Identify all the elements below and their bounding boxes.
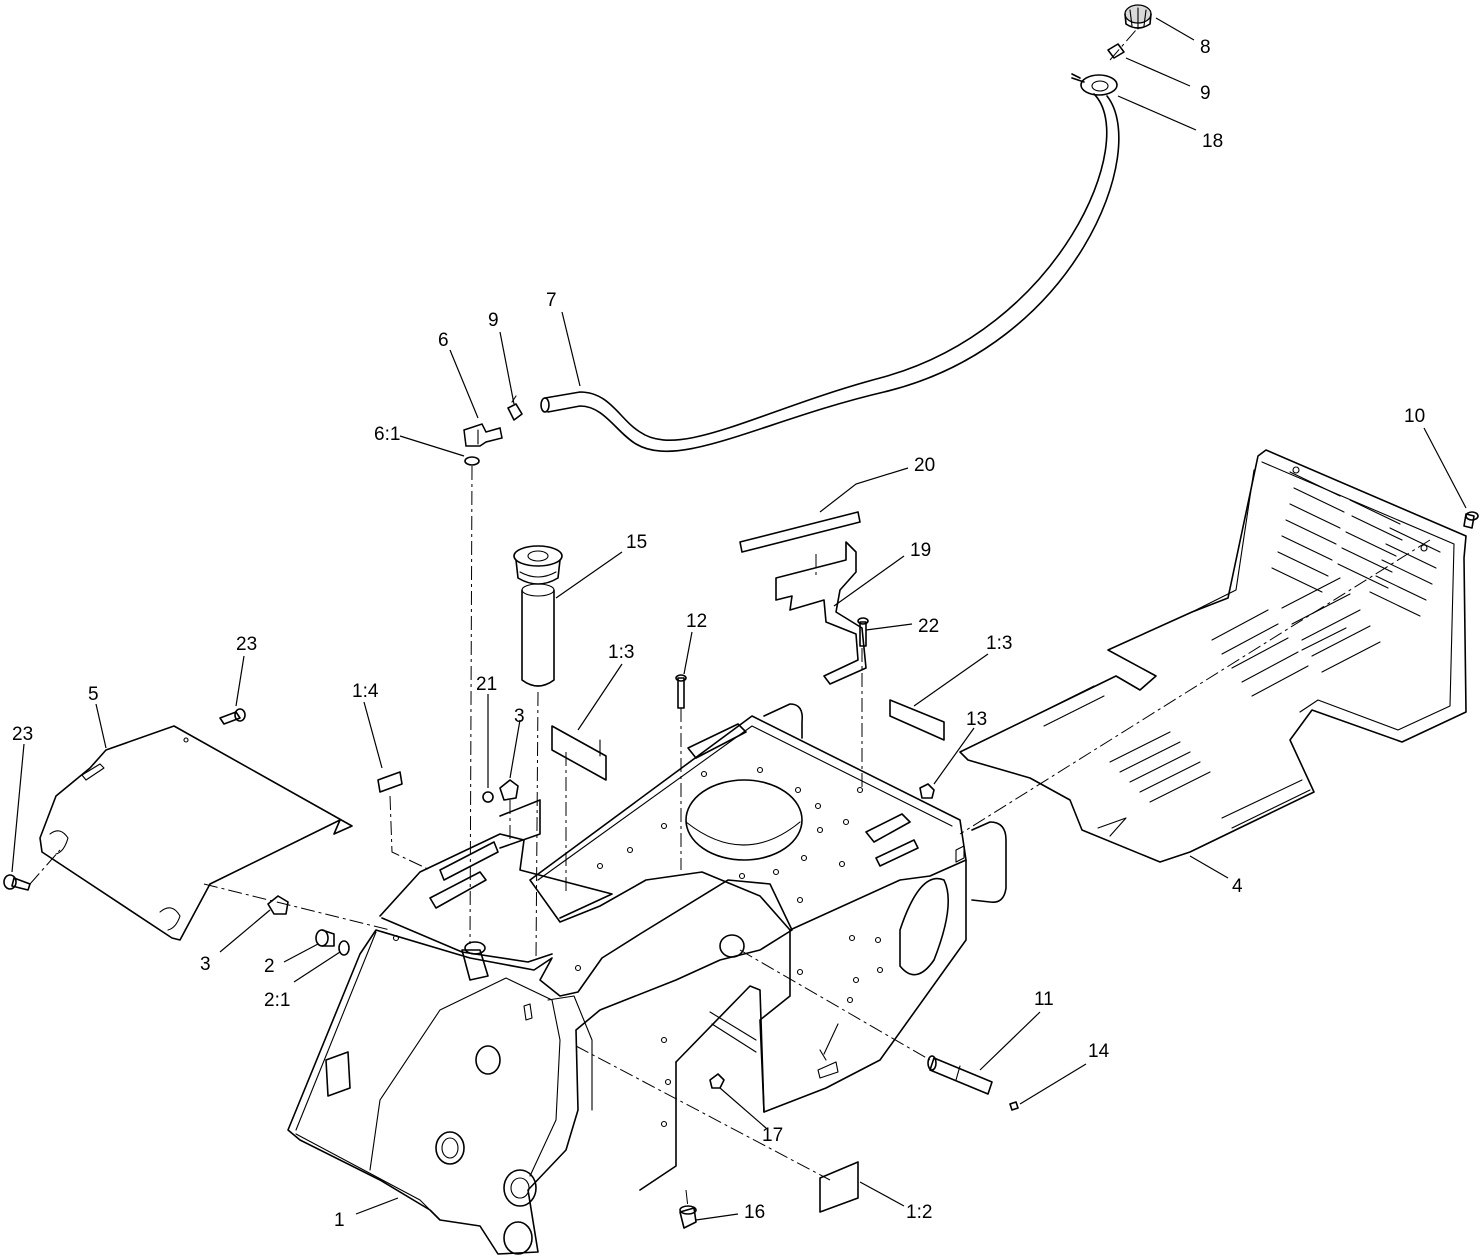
callout-21: 21 (476, 674, 497, 695)
screw-part-10 (1463, 511, 1479, 529)
bumper-part-16 (679, 1205, 697, 1229)
clamp-part-9-upper (1107, 43, 1125, 59)
callout-5: 5 (88, 684, 99, 705)
clamp-part-9-lower (507, 395, 523, 421)
callout-11: 11 (1034, 989, 1054, 1010)
washer-part-2-1 (338, 940, 350, 956)
screw-part-12 (675, 674, 687, 709)
screw-part-23-left (3, 874, 31, 891)
callout-23-upper: 23 (236, 634, 257, 655)
nut-clip-part-3-upper (499, 779, 519, 801)
fuel-cap-part-8 (1124, 4, 1152, 30)
callout-9-upper: 9 (1200, 83, 1211, 104)
bushing-part-2 (315, 929, 335, 947)
elbow-fitting-part-6 (463, 423, 503, 447)
leader-lines (11, 17, 1467, 1221)
callout-12: 12 (686, 611, 707, 632)
callout-19: 19 (910, 540, 931, 561)
callout-1-2: 1:2 (906, 1202, 932, 1223)
callout-labels: 8 9 18 7 9 6 6:1 20 19 22 10 15 12 1:3 1… (12, 37, 1425, 1231)
decal-part-1-3-left (551, 725, 607, 781)
callout-6-1: 6:1 (374, 424, 400, 445)
screw-part-22 (857, 617, 869, 647)
callout-2-1: 2:1 (264, 990, 290, 1011)
decal-part-1-3-right (889, 699, 945, 741)
callout-23-left: 23 (12, 724, 33, 745)
callout-17: 17 (762, 1125, 783, 1146)
callout-1-4: 1:4 (352, 681, 379, 702)
callout-14: 14 (1088, 1041, 1110, 1062)
washer-part-21 (482, 791, 494, 803)
hose-fitting-part-18 (1071, 73, 1118, 96)
main-frame-part-1 (287, 703, 1007, 1255)
callout-1: 1 (334, 1210, 345, 1231)
floor-plate-part-4 (959, 449, 1467, 863)
decal-part-1-4 (377, 771, 403, 793)
clip-part-14 (1009, 1101, 1019, 1111)
callout-16: 16 (744, 1202, 765, 1223)
o-ring-part-6-1 (464, 456, 480, 466)
callout-1-3-right: 1:3 (986, 633, 1012, 654)
fuel-hose-part-7 (540, 93, 1120, 453)
decal-part-1-2 (819, 1161, 859, 1213)
callout-6: 6 (438, 330, 449, 351)
callout-13: 13 (966, 709, 987, 730)
callout-20: 20 (914, 455, 935, 476)
callout-10: 10 (1404, 406, 1425, 427)
callout-1-3-left: 1:3 (608, 642, 634, 663)
callout-22: 22 (918, 616, 939, 637)
screw-part-23-upper (219, 708, 246, 725)
callout-7: 7 (546, 290, 557, 311)
pad-part-20 (739, 511, 861, 553)
callout-15: 15 (626, 532, 647, 553)
callout-2: 2 (264, 956, 275, 977)
nut-part-13 (919, 783, 935, 799)
side-cover-part-5 (39, 725, 353, 941)
callout-8: 8 (1200, 37, 1211, 58)
callout-3-upper: 3 (514, 706, 525, 727)
assembly-centerlines (29, 29, 1431, 1209)
fuel-pickup-part-15 (513, 545, 563, 687)
bracket-part-19 (775, 541, 867, 685)
callout-3-lower: 3 (200, 954, 211, 975)
pin-part-11 (927, 1055, 993, 1095)
nut-part-17 (709, 1073, 725, 1089)
nut-clip-part-3-lower (267, 895, 289, 915)
callout-9-lower: 9 (488, 310, 499, 331)
callout-18: 18 (1202, 131, 1223, 152)
callout-4: 4 (1232, 876, 1243, 897)
